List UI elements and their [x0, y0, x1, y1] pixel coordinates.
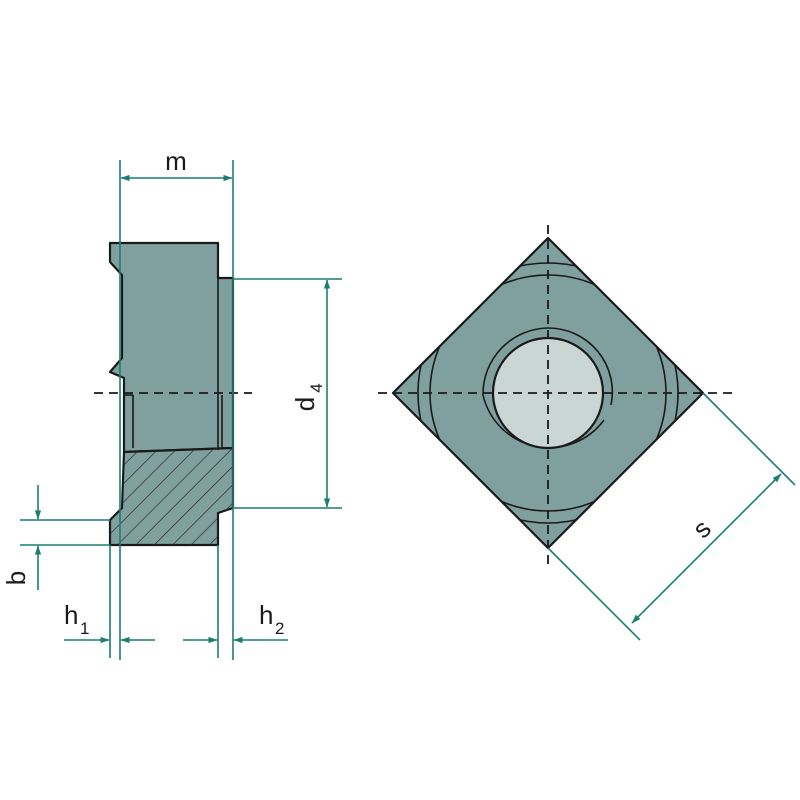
label-d-subscript: 4 [307, 383, 326, 392]
label-h2: h [259, 600, 273, 630]
hatch-pattern [110, 448, 233, 545]
label-h1-subscript: 1 [80, 619, 89, 638]
dimension-s [547, 392, 796, 641]
side-dimensions [20, 160, 342, 660]
label-m: m [165, 146, 187, 176]
label-d: d [290, 397, 320, 411]
label-s: s [686, 513, 716, 543]
dimension-s-line [631, 473, 782, 624]
nut-body-upper [108, 241, 235, 454]
label-h2-subscript: 2 [275, 619, 284, 638]
label-h1: h [64, 600, 78, 630]
top-view [378, 225, 732, 570]
side-section-view [94, 241, 252, 547]
label-b: b [1, 571, 31, 585]
